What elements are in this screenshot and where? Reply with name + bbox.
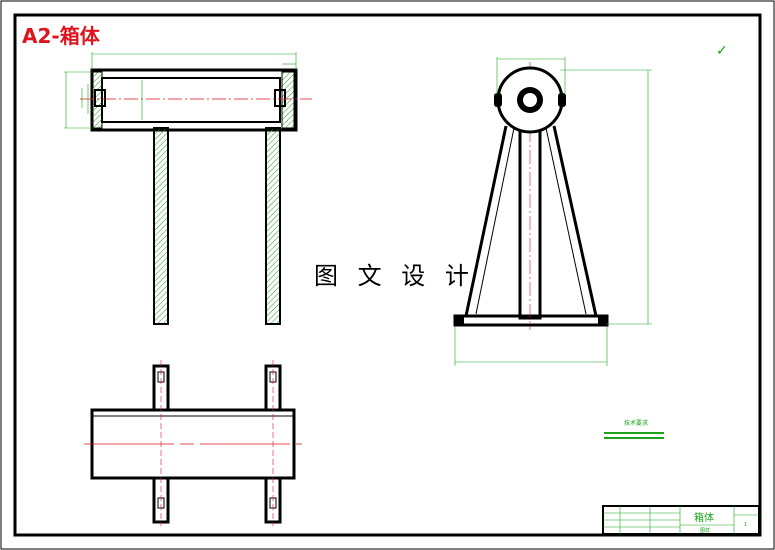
left-strut-inner: [475, 127, 515, 315]
tech-requirements-heading: 技术要求: [624, 419, 648, 427]
tech-requirements-line-2: [604, 437, 664, 439]
left-bolt: [494, 93, 502, 107]
left-hole: [94, 89, 106, 107]
right-strut: [552, 125, 598, 317]
base-left-lug: [454, 315, 464, 325]
title-block-sub-label: 图样: [700, 527, 710, 534]
side-view: [453, 57, 652, 366]
title-block-part-name: 箱体: [694, 511, 714, 524]
technical-requirements: 技术要求: [604, 419, 664, 439]
bore-inner: [523, 93, 537, 107]
surface-roughness-symbol: ✓: [716, 43, 728, 59]
right-strut-inner: [545, 127, 587, 315]
drawing-title: A2-箱体: [22, 24, 101, 48]
left-strut: [464, 125, 508, 317]
beam-right-cap: [281, 71, 295, 129]
right-hole: [274, 89, 286, 107]
tech-requirements-line-1: [604, 432, 664, 434]
left-leg: [153, 127, 169, 325]
title-block-sheet-number: 1: [744, 522, 747, 528]
right-leg: [265, 127, 281, 325]
watermark-background: [308, 255, 468, 291]
base-right-lug: [598, 315, 608, 325]
title-block: 箱体 图样 1: [602, 505, 760, 535]
front-view: [64, 52, 312, 325]
beam-left-cap: [91, 71, 103, 129]
beam-inner: [101, 77, 281, 123]
watermark-text: 图 文 设 计: [314, 262, 475, 290]
drawing-frame: [13, 13, 762, 537]
right-bolt: [558, 93, 566, 107]
top-view: [84, 360, 302, 526]
